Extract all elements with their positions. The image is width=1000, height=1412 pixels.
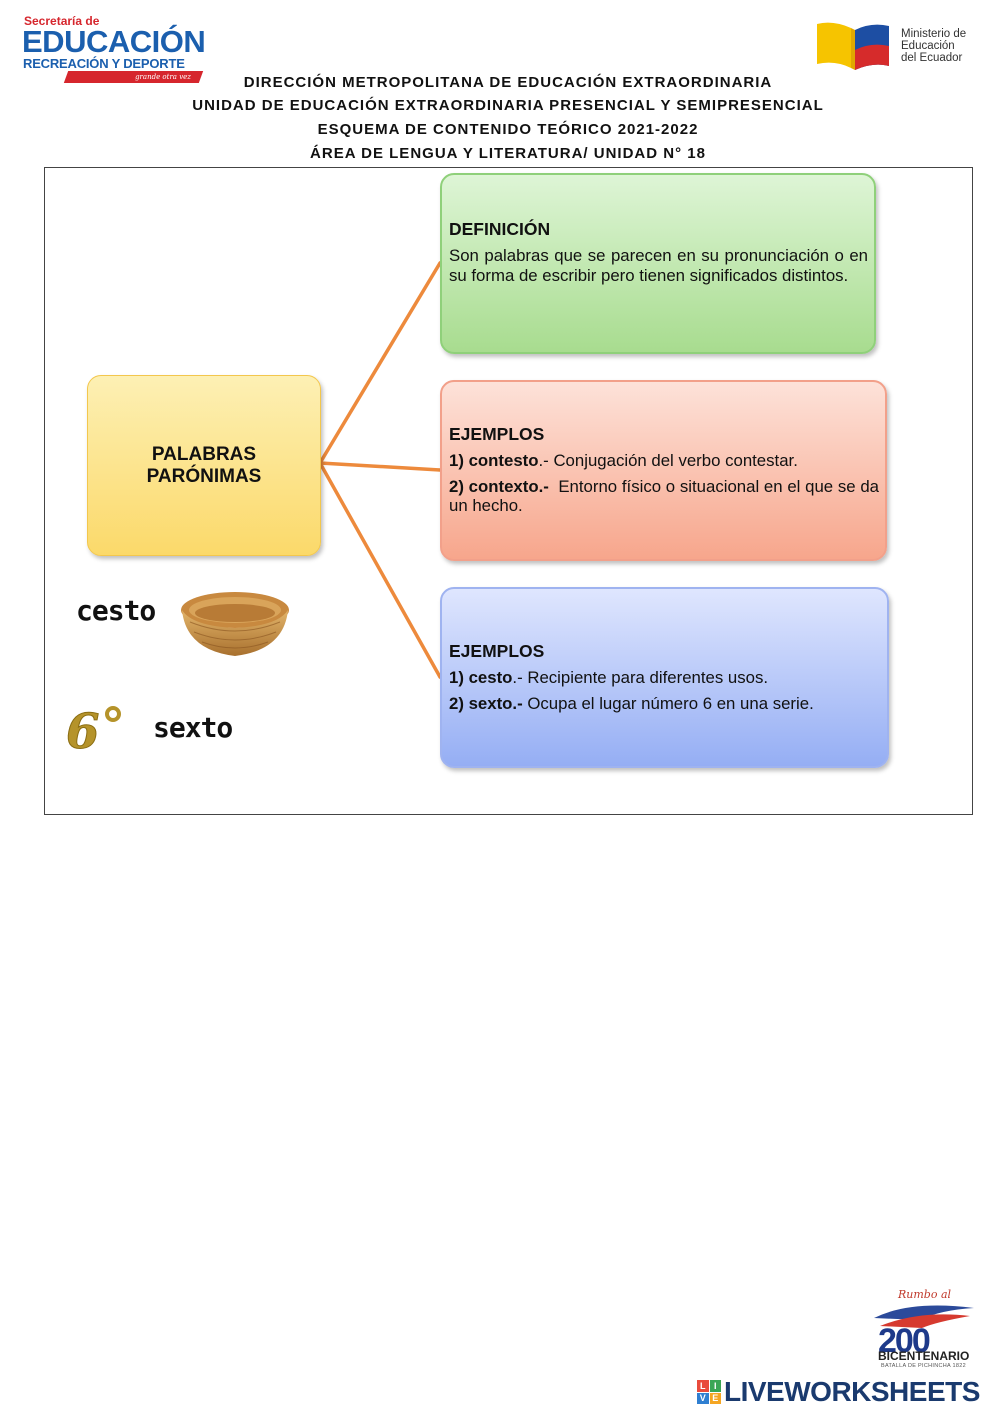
liveworksheets-text: LIVEWORKSHEETS bbox=[724, 1376, 980, 1407]
word-cesto: cesto bbox=[76, 594, 156, 627]
example-contexto: 2) contexto.- Entorno físico o situacion… bbox=[449, 477, 879, 515]
secretaria-educacion-logo: Secretaría de EDUCACIÓN RECREACIÓN Y DEP… bbox=[22, 12, 206, 83]
examples-box-1: EJEMPLOS 1) contesto.- Conjugación del v… bbox=[440, 380, 887, 561]
bicentenario-top: Rumbo al bbox=[898, 1288, 952, 1301]
connector-definition bbox=[318, 261, 442, 465]
svg-text:6: 6 bbox=[66, 704, 99, 754]
examples-box-2: EJEMPLOS 1) cesto.- Recipiente para dife… bbox=[440, 587, 889, 768]
bicentenario-name: BICENTENARIO bbox=[878, 1349, 970, 1363]
header-line-4: ÁREA DE LENGUA Y LITERATURA/ UNIDAD N° 1… bbox=[310, 145, 706, 162]
example-sep: .- bbox=[512, 668, 528, 687]
definition-text: Son palabras que se parecen en su pronun… bbox=[449, 246, 868, 285]
diagram-frame bbox=[44, 167, 973, 815]
header-line-3: ESQUEMA DE CONTENIDO TEÓRICO 2021-2022 bbox=[317, 121, 699, 138]
definition-title: DEFINICIÓN bbox=[449, 219, 551, 239]
lw-letter-i: I bbox=[709, 1380, 721, 1392]
word-sexto: sexto bbox=[153, 711, 233, 744]
example-term: 2) contexto.- bbox=[449, 477, 549, 496]
bicentenario-number: 200 bbox=[878, 1322, 930, 1356]
condor-icon: 200 bbox=[874, 1305, 974, 1356]
example-text: Entorno físico o situacional en el que s… bbox=[449, 477, 880, 515]
example-contesto: 1) contesto.- Conjugación del verbo cont… bbox=[449, 451, 879, 470]
bicentenario-logo: Rumbo al 200 BICENTENARIO BATALLA DE PIC… bbox=[870, 1288, 982, 1372]
connector-examples-1 bbox=[318, 461, 442, 472]
logo-left-line3: RECREACIÓN Y DEPORTE bbox=[23, 56, 185, 71]
lw-letter-v: V bbox=[697, 1392, 709, 1404]
basket-icon bbox=[181, 592, 289, 656]
logo-left-line2: EDUCACIÓN bbox=[22, 24, 206, 59]
example-text: Conjugación del verbo contestar. bbox=[553, 451, 798, 470]
ministerio-line2: Educación bbox=[901, 40, 955, 52]
center-line-1: PALABRAS bbox=[151, 443, 257, 465]
example-term: 1) cesto bbox=[449, 668, 513, 687]
examples-2-title: EJEMPLOS bbox=[449, 641, 545, 661]
bicentenario-sub: BATALLA DE PICHINCHA 1822 bbox=[881, 1363, 966, 1369]
example-term: 1) contesto bbox=[449, 451, 539, 470]
example-sexto: 2) sexto.- Ocupa el lugar número 6 en un… bbox=[449, 694, 881, 713]
liveworksheets-icon: L I V E bbox=[697, 1380, 721, 1404]
logo-left-line1: Secretaría de bbox=[24, 14, 100, 28]
ministerio-line3: del Ecuador bbox=[901, 52, 963, 64]
header-line-1: DIRECCIÓN METROPOLITANA DE EDUCACIÓN EXT… bbox=[243, 74, 773, 91]
examples-1-title: EJEMPLOS bbox=[449, 424, 545, 444]
ministerio-book-icon bbox=[817, 22, 889, 71]
lw-letter-e: E bbox=[709, 1392, 721, 1404]
example-text: Recipiente para diferentes usos. bbox=[527, 668, 769, 687]
center-line-2: PARÓNIMAS bbox=[146, 465, 262, 487]
example-text: Ocupa el lugar número 6 en una serie. bbox=[527, 694, 814, 713]
example-sep: .- bbox=[538, 451, 554, 470]
example-sep bbox=[549, 477, 559, 496]
ministerio-line1: Ministerio de bbox=[901, 28, 967, 40]
ordinal-six-icon: 6 bbox=[66, 704, 121, 754]
example-cesto: 1) cesto.- Recipiente para diferentes us… bbox=[449, 668, 881, 687]
center-concept-box: PALABRAS PARÓNIMAS bbox=[87, 375, 321, 556]
ministerio-educacion-logo: Ministerio de Educación del Ecuador bbox=[815, 18, 990, 74]
connector-examples-2 bbox=[318, 461, 442, 679]
definition-box: DEFINICIÓN Son palabras que se parecen e… bbox=[440, 173, 876, 354]
ministerio-text: Ministerio de Educación del Ecuador bbox=[901, 28, 966, 64]
example-term: 2) sexto.- bbox=[449, 694, 523, 713]
header-line-2: UNIDAD DE EDUCACIÓN EXTRAORDINARIA PRESE… bbox=[192, 97, 824, 114]
liveworksheets-brand: L I V E LIVEWORKSHEETS bbox=[697, 1376, 980, 1408]
lw-letter-l: L bbox=[697, 1380, 709, 1392]
